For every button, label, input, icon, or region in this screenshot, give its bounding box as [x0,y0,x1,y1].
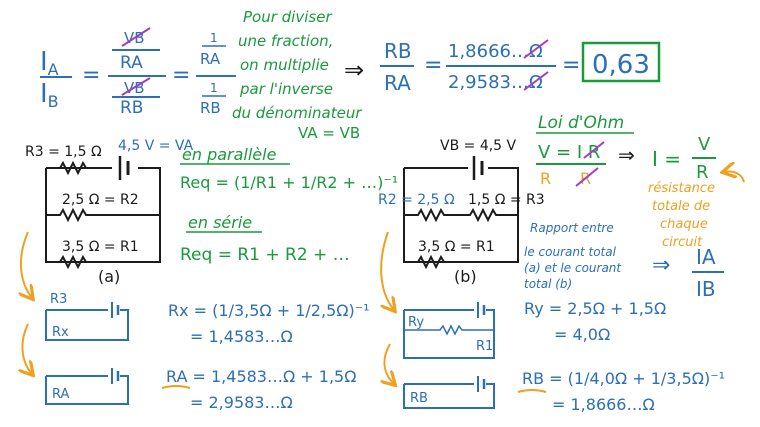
ratio-arrow: ⇒ [652,253,670,278]
step-a-r3: R3 [50,292,67,307]
ohm-arrow: ⇒ [618,143,635,167]
circuit-a-r3: R3 = 1,5 Ω [25,144,102,160]
ra-label-2: RA [200,50,221,68]
rb-label-2: RB [200,99,221,117]
rb-underline [517,389,547,393]
result-value: 0,63 [592,50,650,80]
circuit-b-label: (b) [454,267,477,286]
denominator-value: 2,9583…Ω [448,72,543,93]
step-b-circuit-2 [403,376,495,409]
strike-mark [523,71,549,91]
strike-mark [575,167,599,187]
strike-mark [121,77,151,96]
result-box [581,41,661,83]
ohm-note-arrow [724,171,745,183]
implies-arrow: ⇒ [344,56,364,84]
series-formula: Req = R1 + R2 + … [180,245,350,265]
strike-mark [523,39,549,59]
ra-formula: RA = 1,4583…Ω + 1,5Ω [166,367,356,386]
one-label: 1 [210,81,218,95]
equals-sign: = [172,63,190,88]
rb-value: = 1,8666…Ω [552,395,655,414]
ra-underline [161,385,191,389]
circuit-b [403,156,519,270]
rb-label: RB [120,98,143,118]
strike-mark [583,141,605,159]
steps-a-arrows [21,231,32,374]
circuit-b-r1: 3,5 Ω = R1 [418,239,495,255]
step-b-r1: R1 [476,339,493,354]
circuit-a-r2: 2,5 Ω = R2 [62,192,139,208]
ra-label: RA [120,53,143,73]
numerator-value: 1,8666…Ω [448,41,543,62]
step-b-ry: Ry [408,315,424,330]
division-note: Pour diviser une fraction, on multiplie … [232,8,362,122]
equals-sign: = [424,53,442,78]
circuit-b-vb: VB = 4,5 V [440,138,517,154]
circuit-b-r2: R2 = 2,5 Ω [378,192,455,208]
circuit-a-label: (a) [98,267,120,286]
step-b-rb: RB [410,391,428,406]
rb-label-3: RB [384,39,412,63]
circuit-a-battery: 4,5 V = VA [118,138,194,154]
va-eq-vb: VA = VB [298,124,360,142]
steps-b-arrows [381,231,394,384]
circuit-a [45,156,161,270]
ohm-i-eq: I = [652,147,681,171]
ra-value: = 2,9583…Ω [190,393,293,412]
circuit-a-r1: 3,5 Ω = R1 [62,239,139,255]
ry-formula: Ry = 2,5Ω + 1,5Ω [524,299,666,318]
ohm-title: Loi d'Ohm [538,113,624,133]
strike-mark [121,27,151,47]
parallel-title: en parallèle [182,145,277,164]
ry-value: = 4,0Ω [554,325,610,344]
resistance-note: résistance totale de chaque circuit [648,181,719,250]
rx-formula: Rx = (1/3,5Ω + 1/2,5Ω)⁻¹ [168,301,370,320]
circuit-b-r3: 1,5 Ω = R3 [468,192,545,208]
step-a-circuit-1 [45,302,129,341]
ratio-note: Rapport entre le courant total (a) et le… [524,221,625,291]
series-title: en série [188,213,252,232]
equals-sign: = [82,63,100,88]
ohm-v: V [698,134,711,155]
top-equation: IA IB = VB RA VB RB = 1 RA 1 RB Pour div… [40,8,661,142]
ohm-cross-r: R [540,169,551,188]
ratio-ib: IB [696,277,716,301]
parallel-formula: Req = (1/R1 + 1/R2 + …)⁻¹ [180,173,398,192]
ohm-r: R [696,162,709,183]
ib-label: IB [40,79,59,111]
step-a-rx: Rx [52,325,69,340]
ra-label-3: RA [384,71,411,95]
step-a-circuit-2 [45,368,129,405]
step-b-circuit-1 [403,302,495,359]
one-label: 1 [210,31,218,45]
rb-formula: RB = (1/4,0Ω + 1/3,5Ω)⁻¹ [522,369,725,388]
rx-value: = 1,4583…Ω [190,327,293,346]
equals-sign: = [562,53,580,78]
ia-label: IA [40,47,59,79]
step-a-ra: RA [52,387,70,402]
ratio-ia: IA [696,245,716,269]
